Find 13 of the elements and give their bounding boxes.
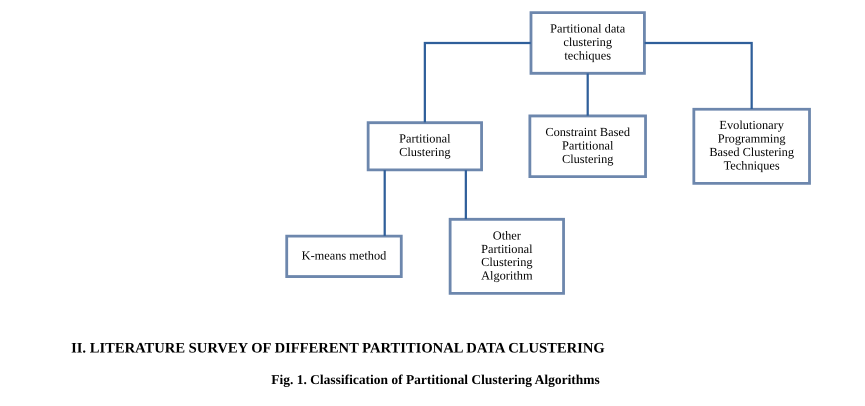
- connector: [644, 42, 752, 109]
- node-box: Partitional data clustering techiques: [529, 11, 646, 75]
- node-box: Evolutionary Programming Based Clustering Techniques: [692, 108, 810, 185]
- node-box: K-means method: [284, 234, 402, 278]
- connector: [423, 42, 530, 122]
- node-box: Partitional Clustering: [366, 121, 482, 172]
- connector: [383, 170, 386, 236]
- caption: Fig. 1. Classification of Partitional Clustering Algorithms: [270, 372, 600, 387]
- connector: [464, 170, 466, 220]
- node-box: Constraint Based Partitional Clustering: [528, 114, 646, 178]
- label: II. LITERATURE SURVEY OF DIFFERENT PARTITIONAL DATA CLUSTERING: [70, 340, 604, 356]
- connector: [586, 73, 588, 116]
- node-box: Other Partitional Clustering Algorithm: [448, 218, 564, 295]
